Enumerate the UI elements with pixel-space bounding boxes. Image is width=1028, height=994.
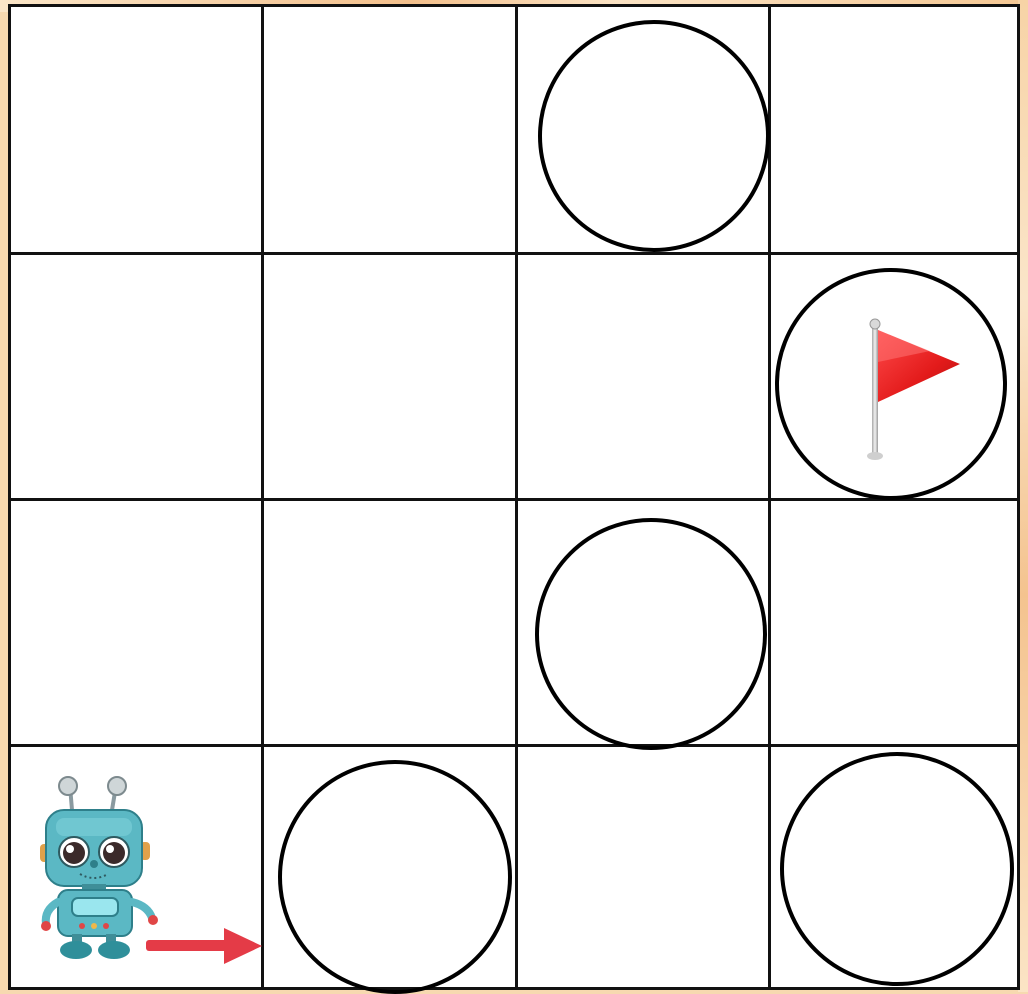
red-flag-icon <box>860 316 970 462</box>
grid-line <box>8 744 1020 747</box>
grid-line <box>8 987 1020 990</box>
grid-line <box>8 4 1020 7</box>
grid-line <box>8 498 1020 501</box>
grid-line <box>8 252 1020 255</box>
cell-circle-r1-c3[interactable] <box>538 20 770 252</box>
cell-circle-r4-c2[interactable] <box>278 760 512 994</box>
grid-line <box>515 4 518 990</box>
cell-circle-r3-c3[interactable] <box>535 518 767 750</box>
grid-line <box>1017 4 1020 990</box>
cell-circle-r4-c4[interactable] <box>780 752 1014 986</box>
grid-line <box>8 4 11 990</box>
arrow-right-icon <box>144 926 264 966</box>
grid-line <box>261 4 264 990</box>
